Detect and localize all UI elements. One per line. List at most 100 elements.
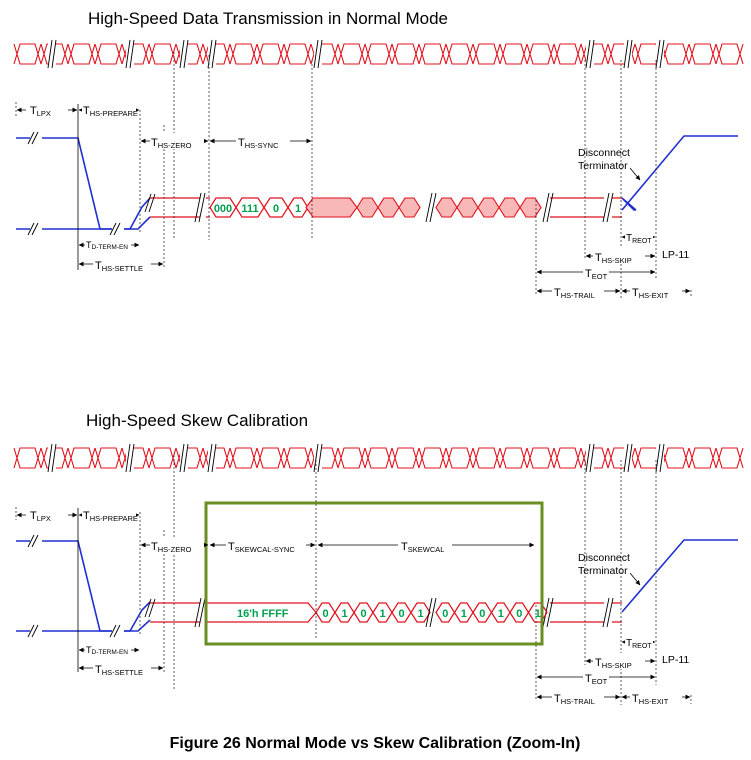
break-mark	[47, 443, 57, 473]
timing-d-term-en: TD-TERM-EN	[78, 643, 140, 657]
svg-text:TREOT: TREOT	[626, 233, 652, 245]
normal-mode-title: High-Speed Data Transmission in Normal M…	[88, 9, 448, 28]
lp-return-line	[621, 539, 738, 613]
break-mark	[425, 192, 437, 223]
bit-cell	[356, 197, 379, 218]
svg-text:THS-EXIT: THS-EXIT	[632, 287, 669, 300]
break-mark	[602, 192, 614, 223]
bit-cell	[398, 197, 421, 218]
break-mark	[27, 131, 39, 145]
svg-text:THS-TRAIL: THS-TRAIL	[554, 287, 595, 300]
break-gap	[180, 43, 188, 65]
break-mark	[655, 443, 665, 473]
hs-sync-bits: 000 111 0 1	[209, 197, 309, 218]
break-gap	[126, 43, 134, 65]
clock-signal	[13, 447, 744, 469]
bit-label: 000	[214, 203, 232, 215]
bit-label: 1	[461, 608, 467, 620]
timing-hs-skip: THS-SKIP	[585, 248, 656, 265]
break-mark	[585, 443, 595, 473]
bit-label: 1	[379, 608, 385, 620]
lp11-label: LP-11	[662, 654, 689, 666]
break-mark	[585, 39, 595, 69]
break-mark	[125, 39, 135, 69]
timing-eot: TEOT	[536, 669, 656, 686]
break-mark	[655, 39, 665, 69]
svg-text:TSKEWCAL: TSKEWCAL	[401, 541, 444, 554]
break-mark	[425, 597, 437, 628]
bit-cell	[435, 197, 458, 218]
bit-label: 111	[241, 203, 258, 215]
skewcal-sync-value: 16'h FFFF	[237, 608, 289, 620]
break-gap	[624, 447, 632, 469]
terminator-label: Terminator	[578, 565, 628, 577]
break-gap	[586, 43, 594, 65]
bit-label: 1	[498, 608, 504, 620]
svg-text:THS-PREPARE: THS-PREPARE	[83, 105, 138, 118]
break-gap	[208, 447, 216, 469]
break-gap	[180, 447, 188, 469]
bit-label: 0	[398, 608, 404, 620]
break-mark	[207, 443, 217, 473]
timing-hs-prepare: THS-PREPARE	[78, 101, 140, 118]
svg-text:THS-TRAIL: THS-TRAIL	[554, 693, 595, 706]
lp-line-end-stub	[621, 197, 637, 211]
bit-label: 0	[273, 203, 279, 215]
terminator-label: Terminator	[578, 160, 628, 172]
break-mark	[623, 443, 633, 473]
svg-text:THS-PREPARE: THS-PREPARE	[83, 510, 138, 523]
svg-text:TSKEWCAL-SYNC: TSKEWCAL-SYNC	[228, 541, 295, 554]
break-mark	[47, 39, 57, 69]
svg-text:THS-ZERO: THS-ZERO	[151, 541, 192, 554]
break-mark	[542, 192, 554, 223]
break-mark	[179, 39, 189, 69]
skewcal-highlight-box	[204, 501, 544, 646]
lp-line-dn-rise	[124, 619, 151, 632]
timing-hs-skip: THS-SKIP	[585, 653, 656, 670]
break-gap	[314, 447, 322, 469]
bit-cell	[519, 197, 542, 218]
break-mark	[144, 193, 156, 213]
timing-lpx: TLPX	[16, 506, 78, 523]
break-mark	[125, 443, 135, 473]
timing-skewcal: TSKEWCAL	[317, 537, 535, 554]
break-gap	[314, 43, 322, 65]
break-mark	[313, 39, 323, 69]
break-gap	[126, 447, 134, 469]
timing-hs-settle: THS-SETTLE	[78, 660, 164, 677]
bit-label: 1	[295, 203, 301, 215]
break-gap	[48, 447, 56, 469]
normal-mode-panel: 000 111 0 1 TLPX THS-PREPARE	[15, 52, 738, 300]
figure-caption: Figure 26 Normal Mode vs Skew Calibratio…	[170, 735, 581, 752]
timing-lpx: TLPX	[16, 101, 78, 118]
svg-text:TLPX: TLPX	[30, 105, 51, 118]
bit-cell	[456, 197, 479, 218]
svg-text:TEOT: TEOT	[585, 673, 608, 686]
bit-label: 0	[516, 608, 522, 620]
svg-text:THS-SKIP: THS-SKIP	[595, 657, 632, 670]
svg-text:THS-SETTLE: THS-SETTLE	[95, 260, 143, 273]
data-payload-block	[305, 197, 358, 218]
break-gap	[656, 447, 664, 469]
bit-label: 0	[322, 608, 328, 620]
bit-label: 0	[442, 608, 448, 620]
bit-cell	[410, 602, 431, 623]
timing-hs-prepare: THS-PREPARE	[78, 506, 140, 523]
svg-text:THS-SKIP: THS-SKIP	[595, 252, 632, 265]
lp-line-dp	[16, 137, 151, 230]
svg-text:TD-TERM-EN: TD-TERM-EN	[86, 645, 128, 656]
disconnect-pointer	[629, 167, 641, 181]
bit-label: 1	[535, 608, 541, 620]
timing-hs-trail: THS-TRAIL	[536, 283, 621, 300]
break-mark	[144, 598, 156, 618]
svg-text:THS-ZERO: THS-ZERO	[151, 137, 192, 150]
lp11-label: LP-11	[662, 249, 689, 261]
lp-line-dn-rise	[124, 216, 151, 230]
bit-label: 1	[417, 608, 423, 620]
svg-text:THS-EXIT: THS-EXIT	[632, 693, 669, 706]
timing-hs-sync: THS-SYNC	[209, 133, 312, 150]
break-mark	[542, 597, 554, 628]
timing-skewcal-sync: TSKEWCAL-SYNC	[209, 537, 316, 554]
bit-label: 0	[360, 608, 366, 620]
